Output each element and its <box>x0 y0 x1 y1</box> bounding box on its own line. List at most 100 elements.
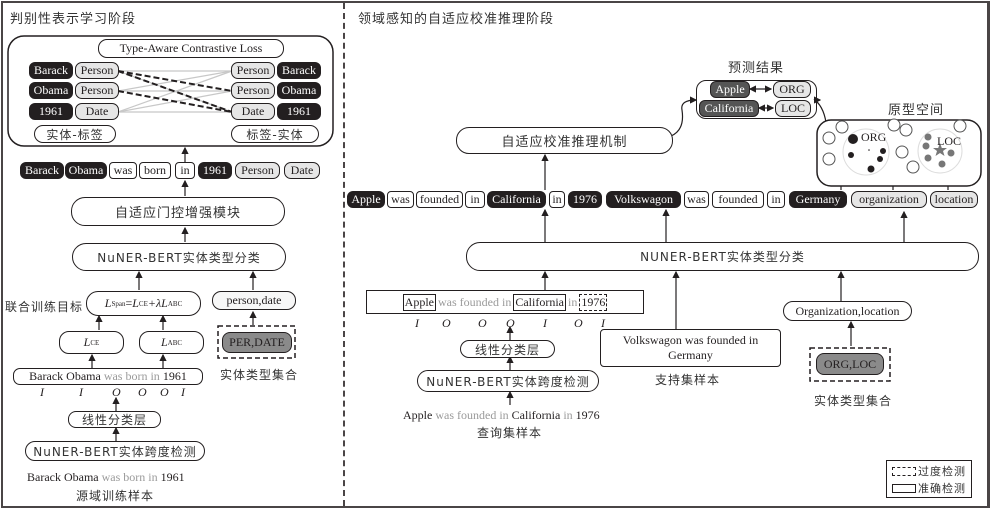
left-iob-5: I <box>181 385 185 399</box>
prototype-org-label: ORG <box>861 130 887 144</box>
detected-span-california: California <box>513 293 566 311</box>
right-token-in: in <box>549 191 565 208</box>
calibration-mechanism: 自适应校准推理机制 <box>456 127 673 154</box>
left-type-set: PER,DATE <box>222 332 292 353</box>
legend-dashed-label: 过度检测 <box>918 465 966 478</box>
token-born: born <box>139 162 171 179</box>
detected-span-apple: Apple <box>402 293 436 311</box>
legend-dashed-swatch <box>892 467 916 476</box>
right-entity-obama: Obama <box>277 82 321 99</box>
right-label-person-2: Person <box>231 82 275 99</box>
right-label-person-1: Person <box>231 62 275 79</box>
right-entity-1961: 1961 <box>277 103 321 120</box>
token-date-label: Date <box>284 162 320 179</box>
prototype-outliers <box>822 118 967 174</box>
loss-abc-l: L <box>160 335 168 349</box>
right-label-date: Date <box>231 103 275 120</box>
right-token-apple: Apple <box>347 191 385 208</box>
query-bold-3: 1976 <box>575 408 600 422</box>
formula-l-ce: L <box>132 296 139 310</box>
source-gray: was born in <box>98 470 161 484</box>
right-token-location: location <box>930 191 978 208</box>
right-token-california: California <box>487 191 546 208</box>
left-label-date: Date <box>75 103 119 120</box>
type-classifier-right: NUNER-BERT实体类型分类 <box>466 242 979 271</box>
loss-ce-l: L <box>83 335 91 349</box>
right-span-detector: NuNER-BERT实体跨度检测 <box>417 370 599 392</box>
left-span-sentence: Barack Obama was born in 1961 <box>13 368 203 385</box>
left-label-person-2: Person <box>75 82 119 99</box>
prediction-entity-california: California <box>699 100 759 117</box>
right-token-was: was <box>684 191 709 208</box>
prediction-entity-apple: Apple <box>710 81 750 98</box>
span-bold-1: Barack Obama <box>29 369 101 383</box>
prediction-links <box>748 85 775 112</box>
loss-ce-sub: CE <box>90 338 100 347</box>
right-iob-4: I <box>543 316 547 330</box>
source-bold-2: 1961 <box>160 470 185 484</box>
left-iob-3: O <box>138 385 147 399</box>
loss-abc-sub: ABC <box>167 338 183 347</box>
right-token-founded: founded <box>712 191 764 208</box>
prediction-type-loc: LOC <box>775 100 811 117</box>
right-token-was: was <box>387 191 414 208</box>
token-person-label: Person <box>235 162 280 179</box>
source-sentence: Barack Obama was born in 1961 <box>27 470 185 485</box>
left-type-set-frame <box>217 325 296 359</box>
prediction-title: 预测结果 <box>728 61 785 76</box>
left-iob-2: O <box>112 385 121 399</box>
contrastive-container <box>7 35 334 147</box>
entity-label-caption: 实体-标签 <box>34 125 116 143</box>
right-type-set: ORG,LOC <box>816 353 884 375</box>
right-token-volkswagon: Volkswagon <box>606 191 681 208</box>
query-detected-spans: Apple was founded in California in 1976 <box>366 290 644 314</box>
formula-l: L <box>104 296 112 310</box>
support-caption: 支持集样本 <box>655 373 721 387</box>
type-classifier-right-label: NUNER-BERT实体类型分类 <box>640 250 805 264</box>
legend-solid-swatch <box>892 484 916 493</box>
token-obama: Obama <box>65 162 107 179</box>
legend: 过度检测 准确检测 <box>886 460 972 498</box>
joint-objective-label: 联合训练目标 <box>5 300 84 314</box>
span-gray: was born in <box>100 369 163 383</box>
left-span-detector-label: NuNER-BERT实体跨度检测 <box>33 444 197 459</box>
token-was: was <box>109 162 137 179</box>
right-token-organization: organization <box>851 191 927 208</box>
detected-gray-2: in <box>567 294 578 309</box>
label-entity-caption: 标签-实体 <box>231 125 319 143</box>
left-iob-0: I <box>40 385 44 399</box>
prediction-box <box>696 80 817 119</box>
prototype-loc-label: LOC <box>937 134 961 148</box>
formula-eq: = <box>125 296 133 310</box>
right-iob-2: O <box>478 316 487 330</box>
left-entity-1961: 1961 <box>29 103 73 120</box>
right-token-in: in <box>465 191 485 208</box>
source-caption: 源域训练样本 <box>76 489 155 503</box>
right-iob-6: I <box>601 316 605 330</box>
left-label-person-1: Person <box>75 62 119 79</box>
query-gray-2: in <box>560 408 576 422</box>
query-gray-1: was founded in <box>432 408 512 422</box>
right-token-in: in <box>767 191 785 208</box>
source-bold-1: Barack Obama <box>27 470 99 484</box>
prototype-title: 原型空间 <box>888 103 945 118</box>
left-type-set-caption: 实体类型集合 <box>220 368 299 382</box>
span-bold-2: 1961 <box>162 369 187 383</box>
formula-span-sub: Span <box>111 299 126 308</box>
left-panel-title: 判别性表示学习阶段 <box>10 12 137 27</box>
left-arrows <box>88 146 257 441</box>
adaptive-gate-module: 自适应门控增强模块 <box>71 197 285 226</box>
org-points <box>848 134 886 173</box>
right-linear-layer: 线性分类层 <box>460 340 555 358</box>
support-sentence: Volkswagon was founded in Germany <box>600 329 781 367</box>
formula-plus-lambda: +λ <box>147 296 162 310</box>
formula-abc-sub: ABC <box>167 299 183 308</box>
right-token-germany: Germany <box>789 191 847 208</box>
left-linear-layer: 线性分类层 <box>68 411 161 428</box>
left-iob-1: I <box>79 385 83 399</box>
right-iob-0: I <box>415 316 419 330</box>
